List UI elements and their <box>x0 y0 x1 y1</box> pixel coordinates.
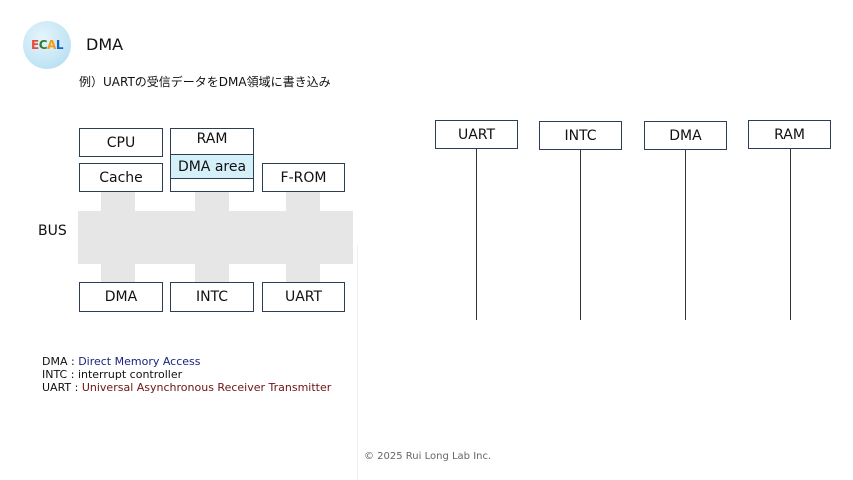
bus-connector-dma <box>101 264 135 282</box>
lifeline-intc <box>580 150 581 320</box>
legend-value: interrupt controller <box>77 368 183 381</box>
bus-connector-uart <box>286 264 320 282</box>
divider <box>357 245 358 480</box>
legend-item-intc: INTC : interrupt controller <box>42 368 331 381</box>
ram-label: RAM <box>196 131 228 147</box>
legend-item-uart: UART : Universal Asynchronous Receiver T… <box>42 381 331 394</box>
dma-block: DMA <box>79 282 163 312</box>
logo-letter: A <box>47 38 56 52</box>
lifeline-dma <box>685 150 686 320</box>
dma-area-region: DMA area <box>170 154 254 179</box>
intc-block: INTC <box>170 282 254 312</box>
bus-connector-from <box>286 191 320 211</box>
f-rom-block: F-ROM <box>262 163 345 192</box>
logo-letter: C <box>38 38 48 52</box>
bus-connector-intc <box>195 264 229 282</box>
participant-dma: DMA <box>644 121 727 150</box>
cpu-block: CPU <box>79 128 163 157</box>
uart-block: UART <box>262 282 345 312</box>
bus-label: BUS <box>38 223 67 239</box>
cache-block: Cache <box>79 163 163 192</box>
bus-horizontal <box>78 211 353 264</box>
copyright: © 2025 Rui Long Lab Inc. <box>364 451 492 462</box>
lifeline-uart <box>476 149 477 320</box>
logo-letter: L <box>55 38 64 52</box>
bus-connector-cache <box>101 191 135 211</box>
lifeline-ram <box>790 149 791 320</box>
logo-letter: E <box>31 38 39 52</box>
participant-ram: RAM <box>748 120 831 149</box>
abbreviation-legend: DMA : Direct Memory Access INTC : interr… <box>42 355 331 394</box>
legend-key: UART : <box>42 381 82 394</box>
legend-key: INTC : <box>42 368 78 381</box>
participant-uart: UART <box>435 120 518 149</box>
legend-key: DMA : <box>42 355 79 368</box>
legend-item-dma: DMA : Direct Memory Access <box>42 355 331 368</box>
participant-intc: INTC <box>539 121 622 150</box>
legend-value: Direct Memory Access <box>78 355 201 368</box>
legend-value: Universal Asynchronous Receiver Transmit… <box>81 381 332 394</box>
page-title: DMA <box>86 35 124 54</box>
page-subtitle: 例）UARTの受信データをDMA領域に書き込み <box>79 75 331 89</box>
bus-connector-ram <box>195 191 229 211</box>
